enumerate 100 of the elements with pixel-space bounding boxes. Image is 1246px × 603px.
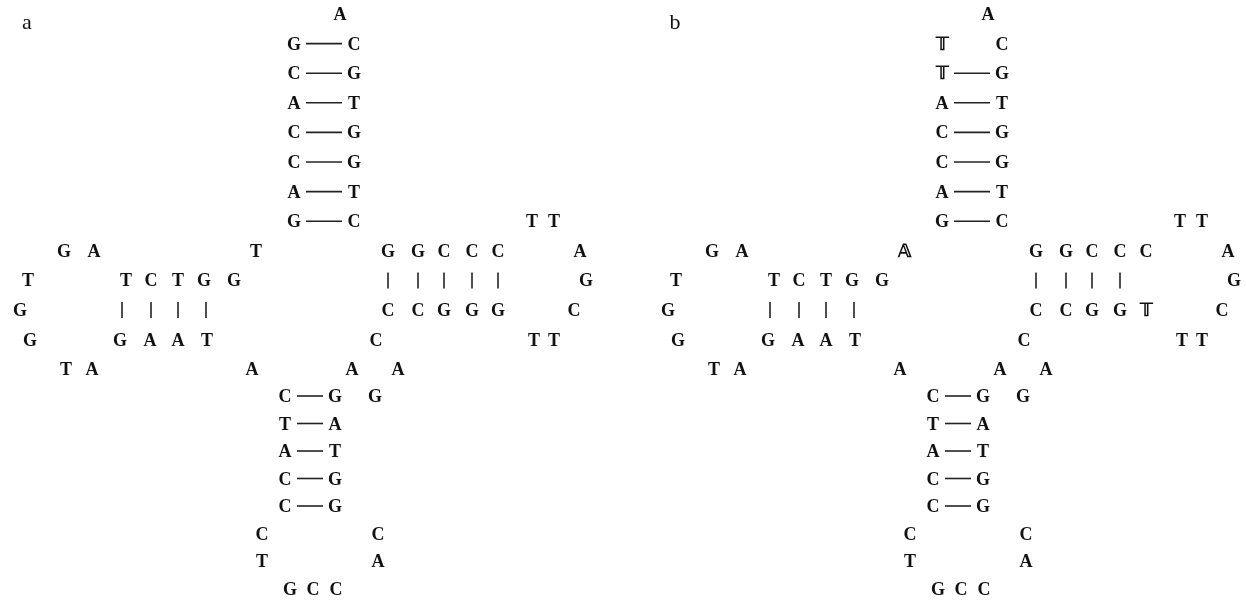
base-letter: G	[227, 271, 241, 290]
base-letter: G	[671, 330, 685, 349]
base-letter: A	[993, 360, 1007, 379]
base-letter: G	[705, 241, 719, 260]
base-letter: G	[113, 330, 127, 349]
base-letter: G	[661, 301, 675, 319]
base-letter: T	[670, 271, 682, 290]
base-letter: A	[171, 330, 185, 349]
base-letter: A	[85, 360, 99, 379]
base-letter: G	[761, 330, 775, 349]
base-letter: C	[144, 271, 158, 290]
base-letter: G	[1113, 301, 1127, 319]
base-letter: T	[279, 414, 291, 433]
base-letter: A	[935, 93, 949, 112]
base-letter: G	[411, 241, 425, 260]
base-letter: A	[143, 330, 157, 349]
base-letter: A	[87, 241, 101, 260]
base-letter: T	[977, 442, 989, 460]
base-letter: T	[849, 330, 861, 349]
base-letter: A	[278, 442, 292, 460]
base-letter: A	[819, 330, 833, 349]
panel-label: b	[669, 11, 681, 33]
base-letter: G	[347, 153, 361, 171]
base-letter: T	[708, 360, 720, 379]
base-letter: G	[1085, 301, 1099, 319]
base-letter: C	[371, 524, 385, 543]
base-letter: G	[995, 123, 1009, 142]
base-letter: C	[935, 153, 949, 171]
base-letter: T	[250, 241, 262, 260]
base-letter: A	[391, 360, 405, 379]
base-letter: C	[926, 469, 940, 488]
base-letter: G	[875, 271, 889, 290]
base-letter: G	[437, 301, 451, 319]
base-letter: T	[120, 271, 132, 290]
base-letter: C	[255, 524, 269, 543]
base-letter: C	[792, 271, 806, 290]
base-letter: G	[368, 387, 382, 405]
base-letter: G	[995, 153, 1009, 171]
base-letter: G	[1059, 241, 1073, 260]
base-letter: C	[926, 387, 940, 405]
base-letter: T	[348, 93, 360, 112]
base-letter: A	[371, 552, 385, 570]
base-letter: T	[22, 271, 34, 290]
base-letter: C	[465, 241, 479, 260]
base-letter: C	[903, 524, 917, 543]
base-letter: G	[23, 330, 37, 349]
base-letter: C	[1019, 524, 1033, 543]
base-letter: C	[306, 579, 320, 598]
base-letter: T	[256, 552, 268, 570]
base-letter: C	[411, 301, 425, 319]
base-letter: C	[995, 34, 1009, 53]
base-letter: C	[287, 123, 301, 142]
base-letter: C	[287, 64, 301, 83]
base-letter: A	[981, 5, 995, 23]
base-letter: A	[1019, 552, 1033, 570]
base-letter: A	[1039, 360, 1053, 379]
base-letter: A	[573, 241, 587, 260]
base-letter: C	[278, 387, 292, 405]
base-letter: G	[1227, 271, 1241, 290]
base-letter: G	[287, 34, 301, 53]
base-letter: T	[1196, 212, 1208, 231]
base-letter: T	[548, 212, 560, 231]
base-letter: 𝕋	[1139, 301, 1153, 319]
base-letter: G	[1029, 241, 1043, 260]
base-letter: A	[733, 360, 747, 379]
base-letter: C	[1139, 241, 1153, 260]
base-letter: 𝔸	[897, 241, 911, 260]
base-letter: G	[283, 579, 297, 598]
base-letter: G	[57, 241, 71, 260]
base-letter: C	[329, 579, 343, 598]
base-letter: G	[465, 301, 479, 319]
base-letter: A	[287, 182, 301, 201]
base-letter: C	[935, 123, 949, 142]
base-letter: T	[60, 360, 72, 379]
base-letter: G	[935, 212, 949, 231]
base-letter: C	[1059, 301, 1073, 319]
base-letter: T	[201, 330, 213, 349]
base-letter: G	[845, 271, 859, 290]
base-letter: T	[904, 552, 916, 570]
base-letter: T	[1176, 330, 1188, 349]
base-letter: A	[935, 182, 949, 201]
base-letter: G	[976, 469, 990, 488]
base-letter: C	[954, 579, 968, 598]
base-letter: G	[976, 497, 990, 515]
base-letter: C	[1017, 330, 1031, 349]
base-letter: C	[1113, 241, 1127, 260]
base-letter: T	[996, 182, 1008, 201]
base-letter: T	[1196, 330, 1208, 349]
base-letter: T	[528, 330, 540, 349]
base-letter: G	[328, 497, 342, 515]
base-letter: C	[995, 212, 1009, 231]
base-letter: G	[13, 301, 27, 319]
base-letter: G	[976, 387, 990, 405]
base-letter: C	[1085, 241, 1099, 260]
base-letter: T	[1174, 212, 1186, 231]
base-letter: G	[995, 64, 1009, 83]
base-letter: C	[1215, 301, 1229, 319]
base-letter: G	[328, 469, 342, 488]
base-letter: A	[926, 442, 940, 460]
base-letter: C	[369, 330, 383, 349]
